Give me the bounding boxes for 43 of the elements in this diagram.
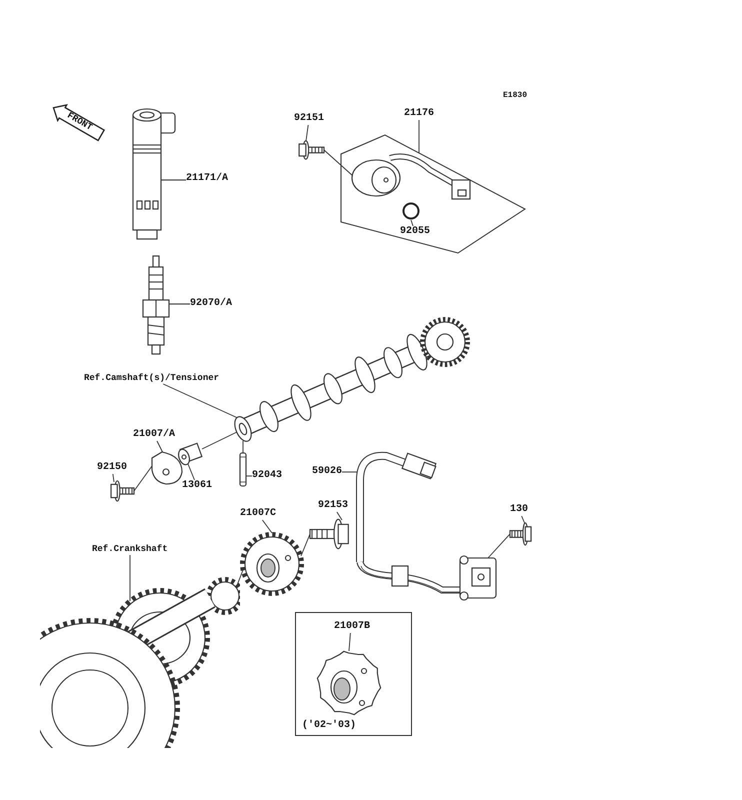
part-number: 21007/A	[133, 429, 176, 441]
leader-line	[306, 124, 309, 142]
part-number: 92151	[294, 113, 324, 125]
assembly-line	[242, 440, 244, 454]
part-number: 92070/A	[190, 298, 232, 310]
leader-line	[112, 474, 114, 482]
bolt-drawing	[508, 522, 532, 546]
inset-panel	[295, 612, 412, 736]
leader-line	[262, 520, 272, 534]
part-number: 92055	[400, 226, 430, 238]
timing-plate-drawing	[314, 649, 384, 717]
part-number: 92043	[252, 470, 282, 482]
part-number: 21171/A	[186, 173, 228, 185]
leader-line	[336, 512, 342, 520]
part-number: 13061	[182, 480, 212, 492]
year-range-note: ('02~'03)	[302, 720, 356, 731]
leader-line	[188, 464, 195, 480]
spark-plug-drawing	[140, 255, 172, 355]
assembly-line	[202, 432, 238, 450]
part-number: 21007C	[240, 508, 276, 520]
part-number: 92150	[97, 462, 128, 474]
leader-line	[418, 120, 420, 154]
leader-line	[156, 440, 164, 454]
pin-drawing	[238, 452, 248, 487]
part-number: 130	[510, 504, 528, 516]
assembly-line	[488, 534, 510, 558]
drawing-code: E1830	[503, 90, 528, 102]
part-number: 21176	[404, 108, 434, 120]
reference-label: Ref.Crankshaft	[92, 543, 168, 555]
leader-line	[410, 220, 414, 226]
o-ring-drawing	[402, 202, 420, 220]
assembly-line	[300, 534, 310, 556]
reference-label: Ref.Camshaft(s)/Tensioner	[84, 372, 220, 384]
kit-outline	[340, 134, 526, 254]
bolt-drawing	[308, 518, 350, 550]
part-number: 92153	[318, 500, 348, 512]
part-number: 59026	[312, 466, 342, 478]
leader-line	[348, 632, 351, 652]
part-number: 21007B	[334, 621, 370, 633]
bolt-drawing	[298, 140, 326, 160]
assembly-line	[324, 150, 354, 176]
bolt-drawing	[110, 480, 136, 502]
assembly-line	[134, 466, 152, 492]
